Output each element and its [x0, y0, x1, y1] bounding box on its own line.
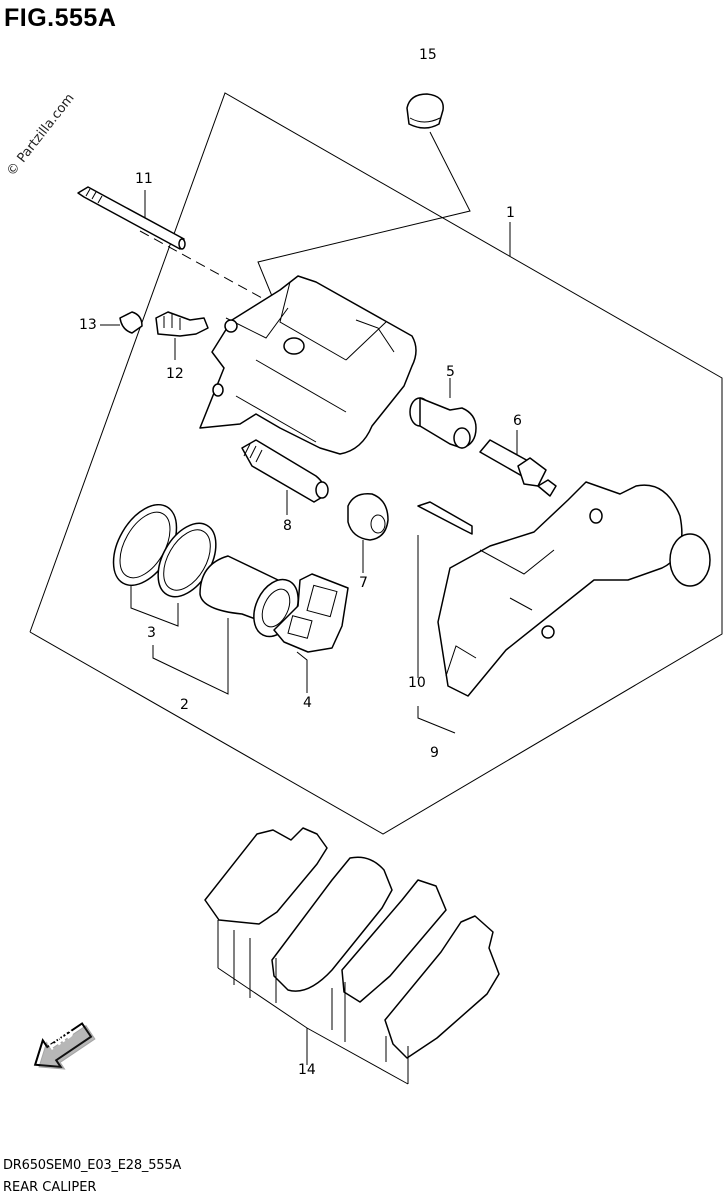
callout-10: 10 [408, 675, 426, 691]
callout-7: 7 [359, 575, 368, 591]
callout-2: 2 [180, 697, 189, 713]
pad-pin-part-11 [77, 186, 186, 250]
callout-3: 3 [147, 625, 156, 641]
callout-12: 12 [166, 366, 184, 382]
caliper-body-part-1 [199, 275, 417, 455]
callout-13: 13 [79, 317, 97, 333]
fwd-arrow-icon [33, 1022, 96, 1070]
callout-11: 11 [135, 171, 153, 187]
callout-8: 8 [283, 518, 292, 534]
bushing-part-7 [347, 493, 389, 541]
boot-part-5 [409, 397, 477, 449]
callout-5: 5 [446, 364, 455, 380]
diagram-code: DR650SEM0_E03_E28_555A [3, 1158, 182, 1173]
assembly-boundary [29, 92, 723, 835]
callout-14: 14 [298, 1062, 316, 1078]
pad-spring-part-4 [273, 573, 349, 653]
callout-6: 6 [513, 413, 522, 429]
callout-15: 15 [419, 47, 437, 63]
bleeder-cap-part-15 [406, 93, 444, 129]
diagram-name: REAR CALIPER [3, 1180, 97, 1195]
cap-part-13 [119, 311, 143, 334]
bleeder-valve-part-12 [155, 311, 209, 337]
callout-4: 4 [303, 695, 312, 711]
clip-part-10 [417, 501, 473, 535]
leader-lines [100, 131, 518, 1065]
bolt-part-6 [479, 439, 557, 497]
slide-pin-part-8 [241, 439, 329, 503]
callout-9: 9 [430, 745, 439, 761]
figure-title: FIG.555A [4, 4, 117, 32]
callout-1: 1 [506, 205, 515, 221]
brake-pads-part-14 [204, 827, 500, 1085]
bracket-part-9 [437, 481, 711, 697]
